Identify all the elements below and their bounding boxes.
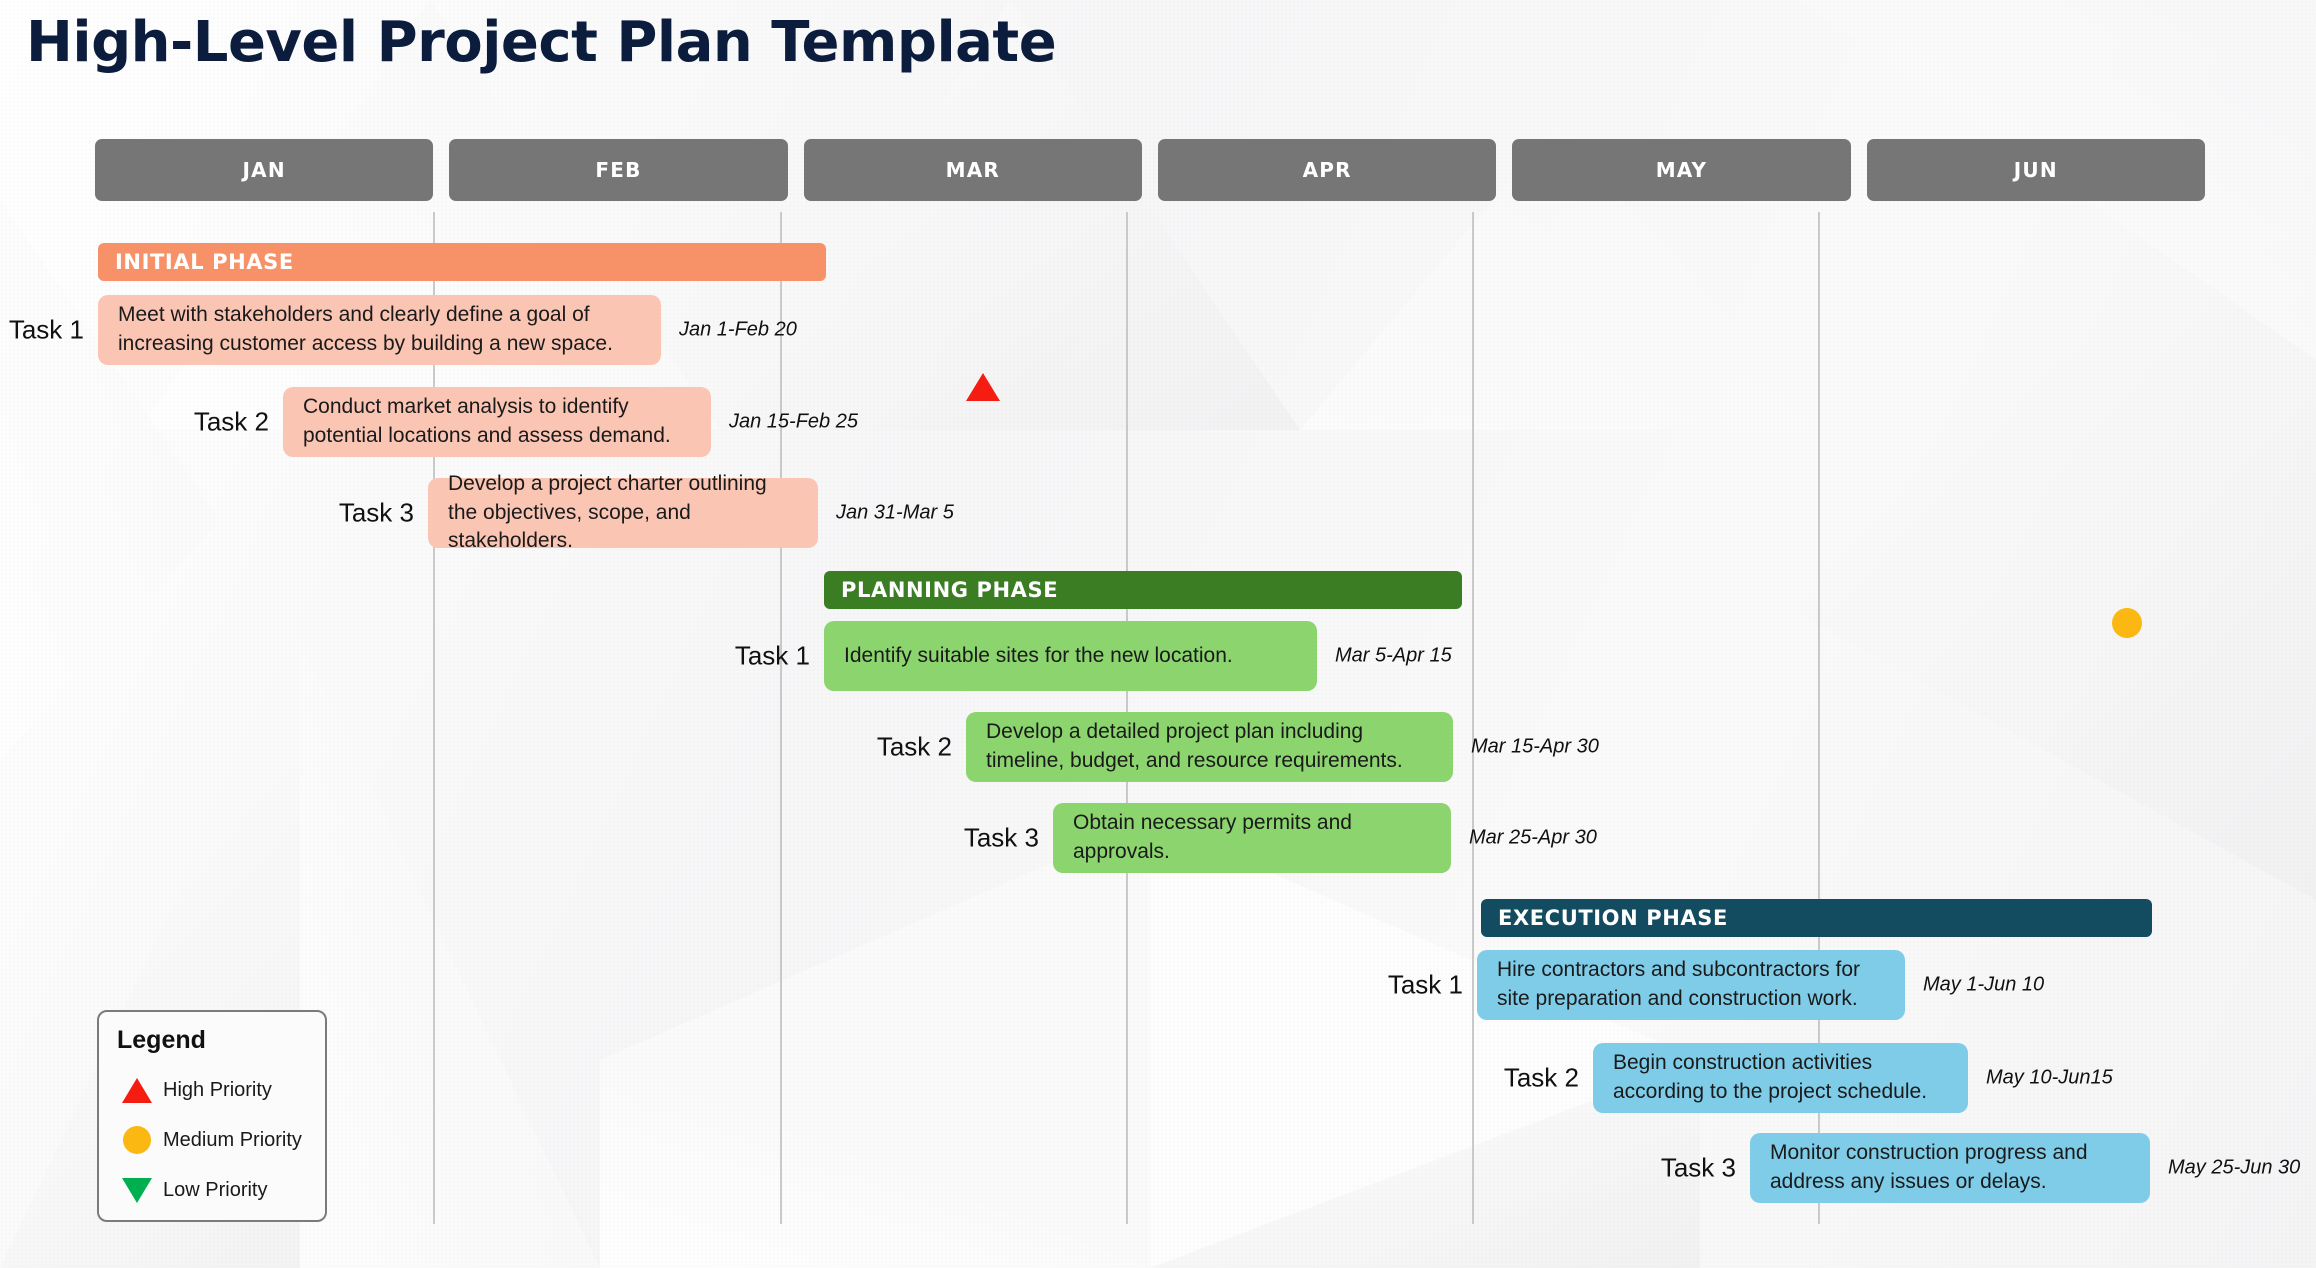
legend-box: Legend High Priority Medium Priority Low… — [97, 1010, 327, 1222]
task-label: Task 2 — [193, 406, 269, 437]
task-label: Task 2 — [1503, 1062, 1579, 1093]
task-date: Mar 15-Apr 30 — [1471, 735, 1599, 758]
high-priority-marker-icon — [966, 373, 1000, 401]
gridline-feb-mar — [780, 212, 782, 1224]
task-row-initial-2[interactable]: Task 2 Conduct market analysis to identi… — [194, 373, 1000, 457]
phase-header-planning[interactable]: PLANNING PHASE — [824, 571, 1462, 609]
task-row-execution-2[interactable]: Task 2 Begin construction activities acc… — [1504, 1043, 2113, 1113]
task-label: Task 3 — [338, 497, 414, 528]
task-row-planning-1[interactable]: Task 1 Identify suitable sites for the n… — [735, 608, 2142, 691]
task-bar[interactable]: Conduct market analysis to identify pote… — [283, 387, 711, 457]
task-label: Task 1 — [734, 640, 810, 671]
gridline-jan-feb — [433, 212, 435, 1224]
month-header-row: JAN FEB MAR APR MAY JUN — [95, 139, 2205, 201]
task-bar[interactable]: Begin construction activities according … — [1593, 1043, 1968, 1113]
circle-icon — [117, 1126, 157, 1154]
task-date: May 10-Jun15 — [1986, 1066, 2113, 1089]
task-date: May 25-Jun 30 — [2168, 1156, 2301, 1179]
medium-priority-marker-icon — [2112, 608, 2142, 638]
task-bar[interactable]: Develop a project charter outlining the … — [428, 472, 818, 552]
task-date: Mar 25-Apr 30 — [1469, 826, 1597, 849]
month-header-jun[interactable]: JUN — [1866, 139, 2205, 201]
month-header-feb[interactable]: FEB — [449, 139, 788, 201]
task-row-initial-1[interactable]: Task 1 Meet with stakeholders and clearl… — [9, 295, 797, 365]
legend-item-medium-priority: Medium Priority — [117, 1115, 307, 1165]
month-header-mar[interactable]: MAR — [803, 139, 1142, 201]
legend-item-label: Medium Priority — [163, 1128, 302, 1151]
task-row-initial-3[interactable]: Task 3 Develop a project charter outlini… — [339, 472, 954, 553]
month-header-may[interactable]: MAY — [1512, 139, 1851, 201]
task-bar[interactable]: Identify suitable sites for the new loca… — [824, 621, 1317, 691]
legend-item-high-priority: High Priority — [117, 1065, 307, 1115]
triangle-up-icon — [117, 1077, 157, 1103]
task-bar[interactable]: Develop a detailed project plan includin… — [966, 712, 1453, 782]
task-date: May 1-Jun 10 — [1923, 973, 2045, 996]
legend-item-low-priority: Low Priority — [117, 1165, 307, 1215]
task-label: Task 3 — [1660, 1152, 1736, 1183]
triangle-down-icon — [117, 1177, 157, 1203]
task-bar[interactable]: Obtain necessary permits and approvals. — [1053, 803, 1451, 873]
gridline-apr-may — [1472, 212, 1474, 1224]
task-label: Task 1 — [8, 314, 84, 345]
task-label: Task 3 — [963, 822, 1039, 853]
task-row-planning-3[interactable]: Task 3 Obtain necessary permits and appr… — [964, 803, 1597, 873]
task-label: Task 2 — [876, 731, 952, 762]
task-bar[interactable]: Monitor construction progress and addres… — [1750, 1133, 2150, 1203]
phase-header-execution[interactable]: EXECUTION PHASE — [1481, 899, 2152, 937]
task-date: Jan 31-Mar 5 — [836, 501, 954, 524]
month-header-apr[interactable]: APR — [1157, 139, 1497, 201]
legend-item-label: Low Priority — [163, 1178, 268, 1201]
task-date: Jan 15-Feb 25 — [729, 410, 858, 433]
task-row-execution-3[interactable]: Task 3 Monitor construction progress and… — [1661, 1133, 2300, 1203]
task-row-execution-1[interactable]: Task 1 Hire contractors and subcontracto… — [1388, 950, 2044, 1020]
phase-header-initial[interactable]: INITIAL PHASE — [98, 243, 826, 281]
gridline-may-jun — [1818, 212, 1820, 1224]
task-date: Jan 1-Feb 20 — [679, 318, 797, 341]
task-date: Mar 5-Apr 15 — [1335, 644, 1452, 667]
legend-title: Legend — [117, 1026, 206, 1054]
legend-item-label: High Priority — [163, 1078, 272, 1101]
task-row-planning-2[interactable]: Task 2 Develop a detailed project plan i… — [877, 712, 1599, 782]
task-bar[interactable]: Meet with stakeholders and clearly defin… — [98, 295, 661, 365]
task-label: Task 1 — [1387, 969, 1463, 1000]
task-bar[interactable]: Hire contractors and subcontractors for … — [1477, 950, 1905, 1020]
page-title: High-Level Project Plan Template — [26, 10, 1057, 75]
month-header-jan[interactable]: JAN — [95, 139, 434, 201]
